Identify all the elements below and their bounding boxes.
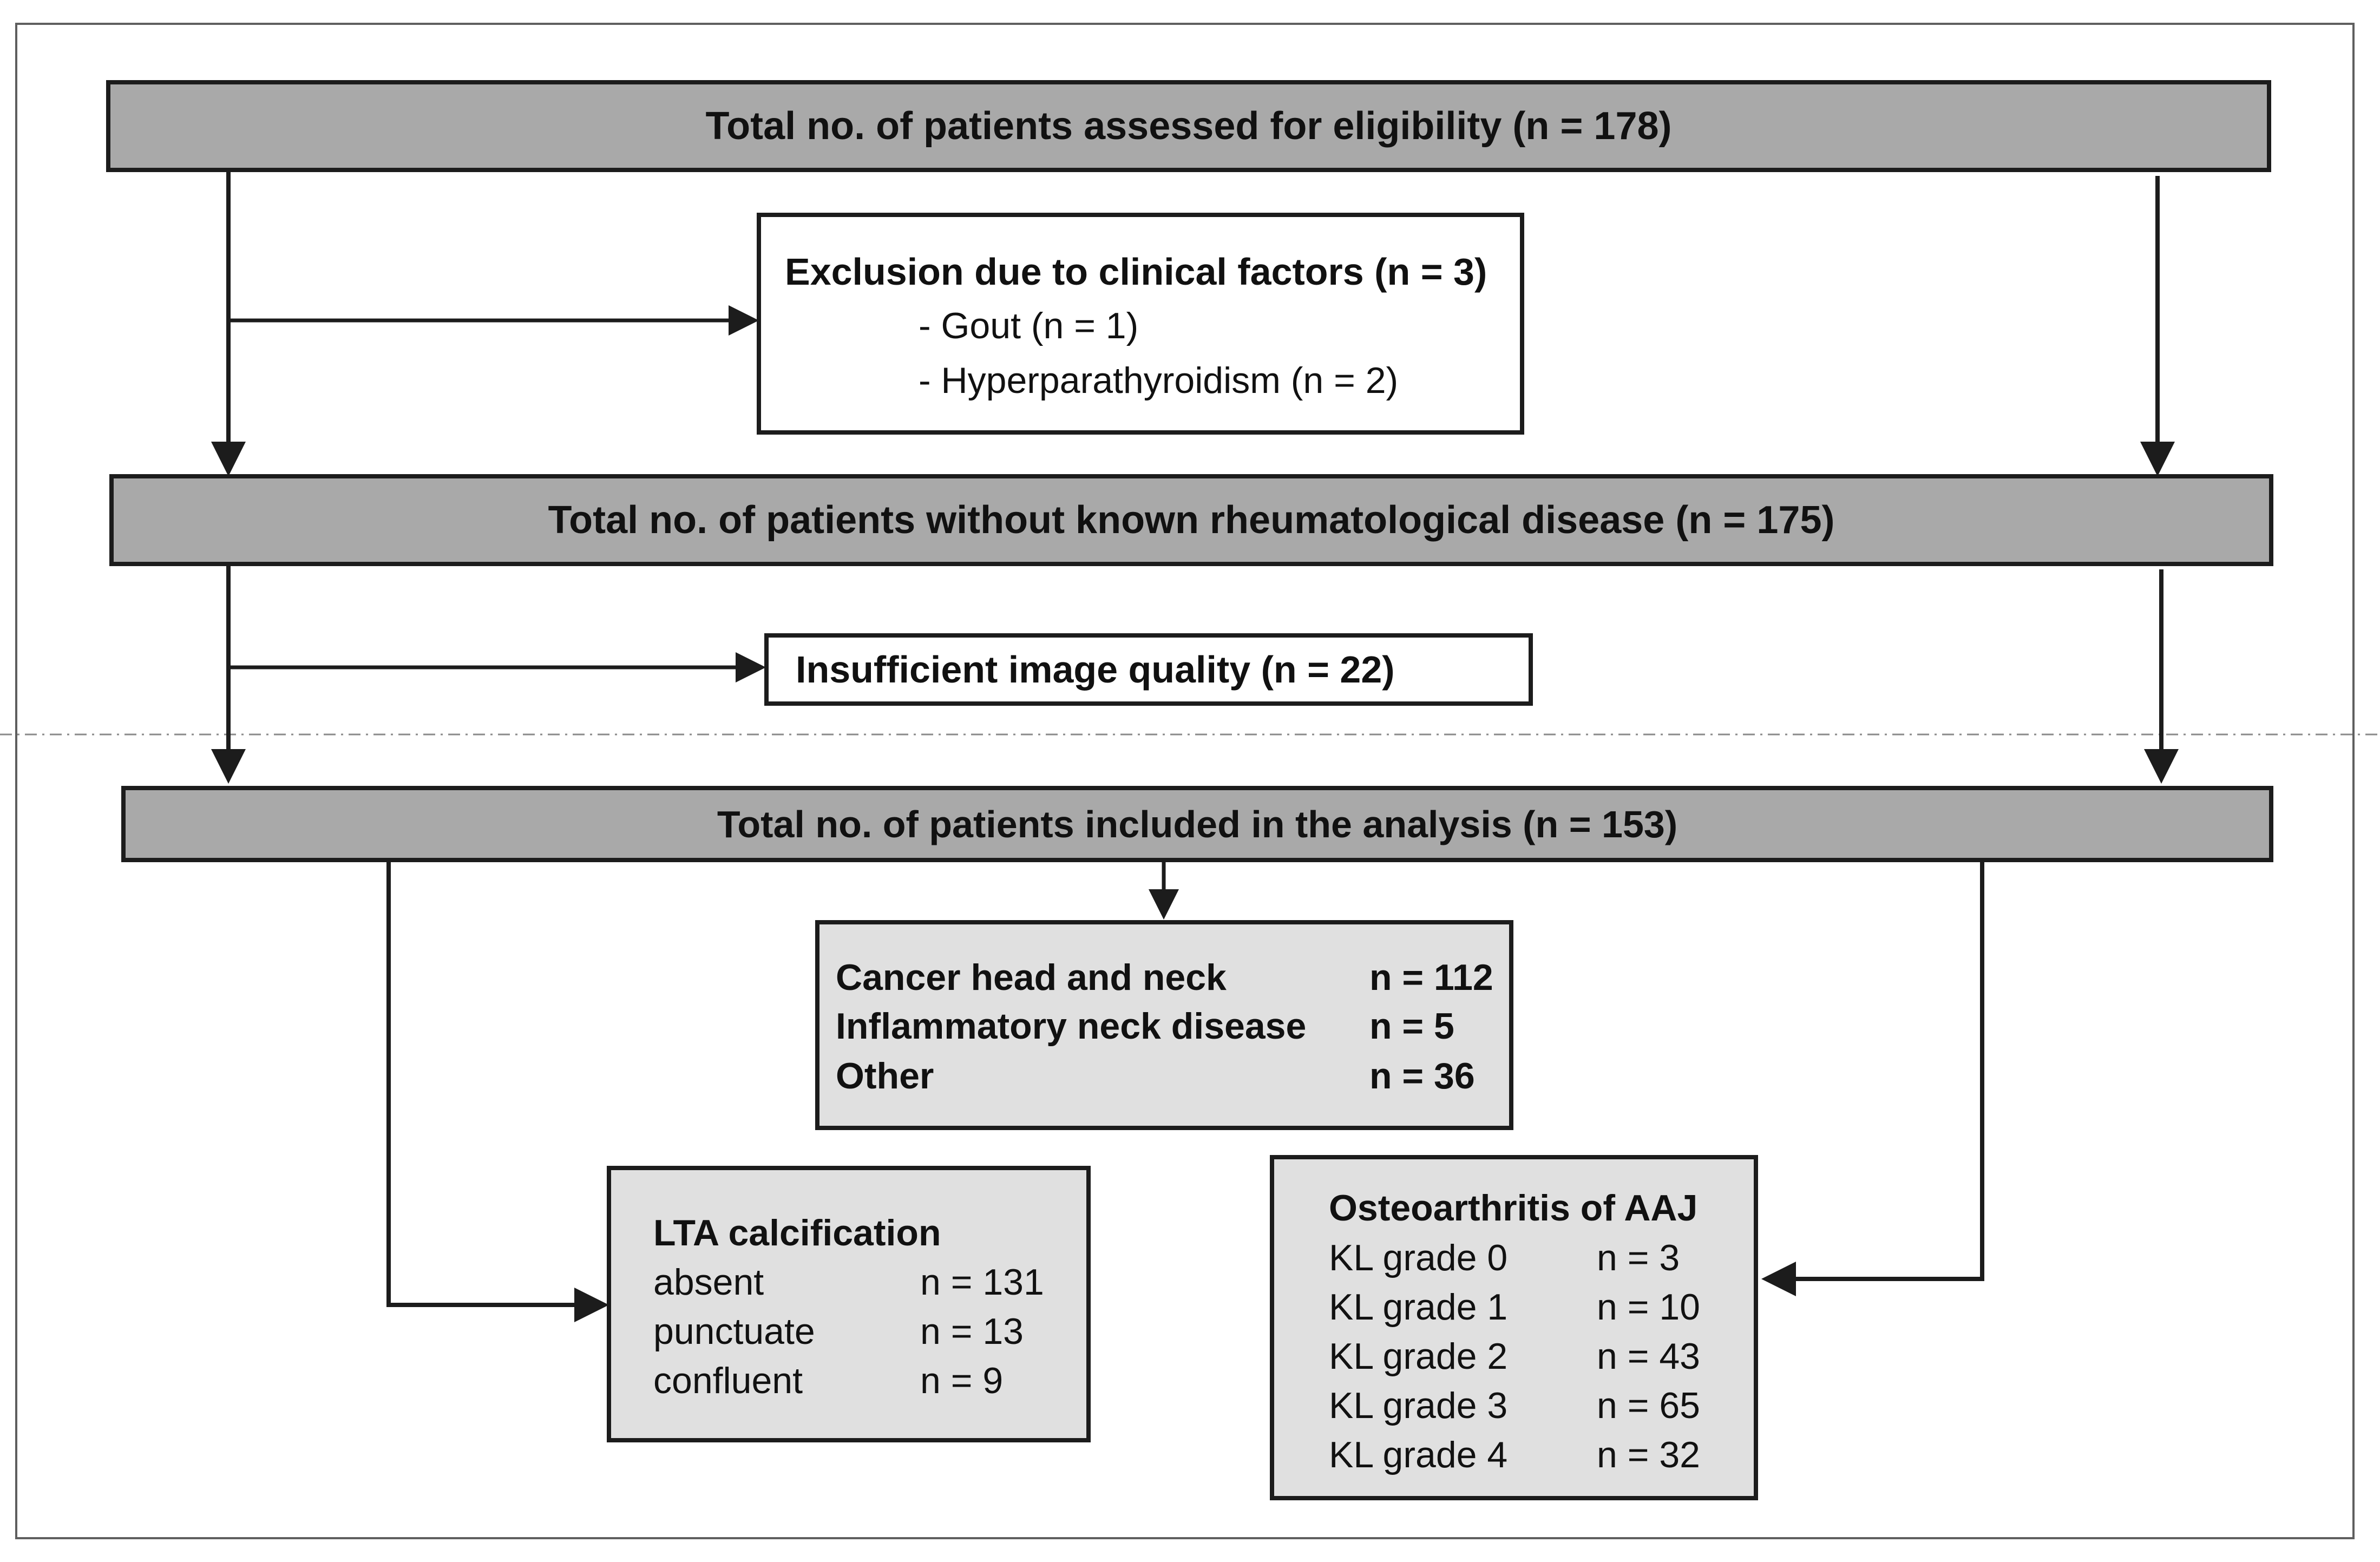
oa-label-grade-1: KL grade 1 xyxy=(1329,1287,1508,1328)
box-included-analysis: Total no. of patients included in the an… xyxy=(121,786,2273,862)
included-analysis-title: Total no. of patients included in the an… xyxy=(717,803,1678,845)
insufficient-quality-title: Insufficient image quality (n = 22) xyxy=(796,648,1395,691)
diagnosis-label-inflammatory: Inflammatory neck disease xyxy=(836,1006,1307,1047)
box-insufficient-quality: Insufficient image quality (n = 22) xyxy=(764,633,1533,706)
box-exclusion-clinical xyxy=(757,213,1524,435)
oa-label-grade-4: KL grade 4 xyxy=(1329,1434,1508,1475)
exclusion-clinical-title: Exclusion due to clinical factors (n = 3… xyxy=(785,251,1487,293)
exclusion-item-hyperparathyroidism: - Hyperparathyroidism (n = 2) xyxy=(919,360,1399,401)
lta-label-absent: absent xyxy=(653,1262,764,1303)
diagnosis-count-cancer: n = 112 xyxy=(1369,957,1493,998)
box-diagnosis-groups xyxy=(815,920,1513,1130)
box-without-rheumatological: Total no. of patients without known rheu… xyxy=(109,474,2273,566)
outer-frame xyxy=(15,23,2355,1539)
diagnosis-count-other: n = 36 xyxy=(1369,1055,1475,1097)
box-assessed-eligibility: Total no. of patients assessed for eligi… xyxy=(106,80,2271,172)
lta-label-punctuate: punctuate xyxy=(653,1311,815,1352)
oa-count-grade-1: n = 10 xyxy=(1597,1287,1700,1328)
assessed-eligibility-title: Total no. of patients assessed for eligi… xyxy=(705,104,1672,148)
box-osteoarthritis-aaj xyxy=(1270,1155,1758,1500)
box-lta-calcification xyxy=(607,1166,1091,1442)
lta-count-absent: n = 131 xyxy=(920,1262,1044,1303)
arrow-to-lta xyxy=(386,861,609,1322)
lta-title: LTA calcification xyxy=(653,1212,941,1253)
oa-label-grade-0: KL grade 0 xyxy=(1329,1237,1508,1278)
oa-title: Osteoarthritis of AAJ xyxy=(1329,1187,1698,1229)
lta-count-confluent: n = 9 xyxy=(920,1360,1004,1401)
oa-count-grade-0: n = 3 xyxy=(1597,1237,1680,1278)
oa-label-grade-3: KL grade 3 xyxy=(1329,1385,1508,1426)
lta-count-punctuate: n = 13 xyxy=(920,1311,1024,1352)
oa-count-grade-4: n = 32 xyxy=(1597,1434,1700,1475)
oa-count-grade-2: n = 43 xyxy=(1597,1336,1700,1377)
diagnosis-count-inflammatory: n = 5 xyxy=(1369,1006,1454,1047)
without-rheumatological-title: Total no. of patients without known rheu… xyxy=(548,498,1835,542)
diagnosis-label-cancer: Cancer head and neck xyxy=(836,957,1227,998)
arrow-to-oa xyxy=(1761,861,1984,1296)
oa-count-grade-3: n = 65 xyxy=(1597,1385,1700,1426)
diagnosis-label-other: Other xyxy=(836,1055,934,1097)
oa-label-grade-2: KL grade 2 xyxy=(1329,1336,1508,1377)
exclusion-item-gout: - Gout (n = 1) xyxy=(919,305,1139,346)
lta-label-confluent: confluent xyxy=(653,1360,803,1401)
